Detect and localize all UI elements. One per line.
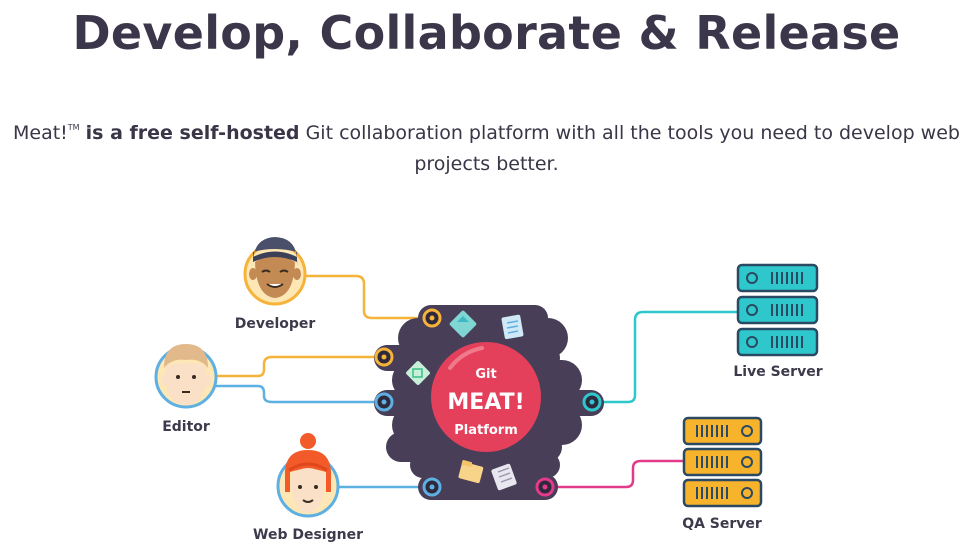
meat-platform-hub: Git MEAT! Platform bbox=[374, 305, 604, 500]
editor-socket-top bbox=[374, 347, 394, 367]
hub-label-top: Git bbox=[475, 367, 496, 382]
trademark-mark: TM bbox=[67, 123, 80, 132]
qa-server-socket bbox=[535, 477, 555, 497]
qa-server-connection bbox=[545, 459, 683, 489]
page-description: Meat!TM is a free self-hosted Git collab… bbox=[10, 112, 963, 180]
hub-label-main: MEAT! bbox=[447, 390, 524, 415]
document-icon bbox=[501, 314, 524, 340]
developer-socket bbox=[422, 308, 442, 328]
editor-label: Editor bbox=[162, 419, 210, 435]
description-bold: is a free self-hosted bbox=[85, 122, 300, 144]
developer-avatar bbox=[243, 237, 307, 306]
image-card-icon bbox=[406, 361, 430, 385]
diamond-file-icon bbox=[449, 310, 477, 338]
editor-connection-bottom bbox=[216, 384, 384, 404]
folder-icon bbox=[458, 459, 484, 484]
description-text: Git collaboration platform with all the … bbox=[305, 122, 960, 175]
qa-server-icon bbox=[682, 416, 763, 508]
live-server-icon bbox=[736, 263, 819, 357]
meat-logo-circle bbox=[431, 342, 541, 452]
notes-icon bbox=[491, 463, 517, 491]
connection-lines bbox=[216, 274, 737, 489]
web-designer-label: Web Designer bbox=[253, 527, 363, 543]
live-server-socket bbox=[582, 392, 602, 412]
editor-socket-bottom bbox=[374, 392, 394, 412]
qa-server-label: QA Server bbox=[682, 516, 762, 532]
developer-label: Developer bbox=[235, 316, 316, 332]
page-title: Develop, Collaborate & Release bbox=[72, 6, 901, 60]
developer-connection bbox=[305, 274, 432, 320]
hub-label-bottom: Platform bbox=[454, 423, 518, 438]
live-server-label: Live Server bbox=[733, 364, 822, 380]
brand-name: Meat! bbox=[13, 122, 68, 144]
live-server-connection bbox=[592, 310, 737, 404]
editor-avatar bbox=[154, 344, 218, 409]
web-designer-avatar bbox=[276, 433, 340, 518]
editor-connection-top bbox=[216, 355, 384, 378]
designer-socket bbox=[422, 477, 442, 497]
